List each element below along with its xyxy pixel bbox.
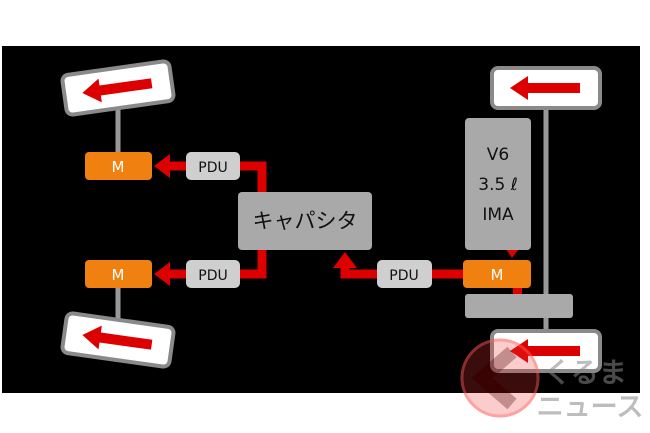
motor-engine — [463, 260, 531, 288]
flow-motor-to-gearbox — [513, 286, 522, 300]
kurumanews-watermark-logo: くるま ニュース — [460, 338, 644, 423]
engine-label-1: V6 — [487, 145, 509, 165]
motor-label: M — [491, 266, 504, 284]
motor-label: M — [112, 266, 125, 284]
engine-label-3: IMA — [482, 205, 514, 225]
pdu-label: PDU — [198, 160, 227, 176]
arrowhead-rear-motor — [154, 262, 170, 286]
pdu-front — [186, 152, 240, 180]
motor-rear-left — [85, 260, 152, 288]
pdu-label: PDU — [198, 268, 227, 284]
wheel-bottom-right — [490, 329, 602, 373]
wheel-top-right — [490, 66, 602, 110]
transmission — [465, 294, 573, 318]
pdu-label: PDU — [389, 268, 418, 284]
watermark-text-top: くるま — [543, 356, 626, 389]
pdu-rear — [186, 260, 240, 288]
wheel-bottom-left — [60, 311, 176, 369]
watermark-text-bottom: ニュース — [537, 392, 644, 423]
motor-label: M — [112, 158, 125, 176]
engine-label-2: 3.5 ℓ — [478, 175, 517, 195]
capacitor-label: キャパシタ — [253, 209, 358, 233]
arrowhead-capacitor — [333, 252, 357, 268]
capacitor-box — [238, 192, 372, 250]
arrowhead-front-motor — [154, 154, 170, 178]
motor-front-left — [85, 152, 152, 180]
wheel-top-left — [60, 59, 176, 117]
engine-block — [465, 118, 531, 250]
pdu-engine — [377, 260, 432, 288]
